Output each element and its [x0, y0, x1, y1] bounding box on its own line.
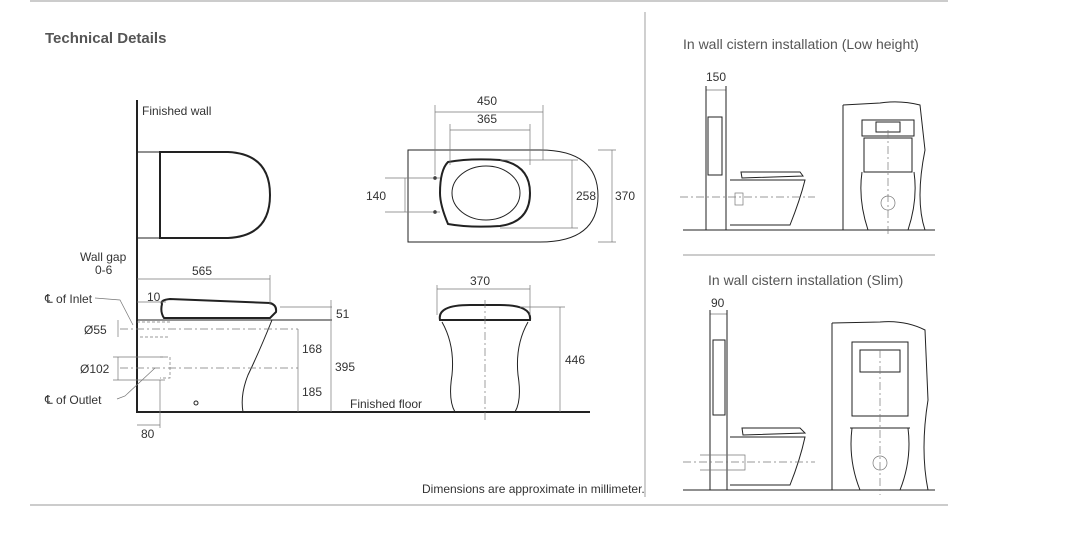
plan-view: [385, 105, 616, 243]
dim-outlet-height: 185: [302, 385, 322, 399]
side-elevation: [94, 275, 590, 428]
finished-floor-label: Finished floor: [350, 397, 422, 411]
outlet-label: ℄ of Outlet: [44, 393, 102, 407]
section-heading: Technical Details: [45, 30, 166, 47]
low-height-dim: 150: [706, 70, 726, 84]
dim-front-width: 370: [470, 274, 490, 288]
dim-top-depth: 370: [615, 189, 635, 203]
wall-gap-label: Wall gap: [80, 250, 127, 264]
slim-dim: 90: [711, 296, 725, 310]
finished-wall-label: Finished wall: [142, 104, 211, 118]
slim-drawing: [683, 310, 935, 495]
dim-rim-height: 395: [335, 360, 355, 374]
dim-bowl-depth: 258: [576, 189, 596, 203]
low-height-title: In wall cistern installation (Low height…: [683, 36, 919, 52]
inlet-label: ℄ of Inlet: [44, 292, 93, 306]
dim-outlet-dia: Ø102: [80, 362, 110, 376]
low-height-drawing: [680, 86, 935, 235]
dimensions-note: Dimensions are approximate in millimeter…: [422, 482, 645, 496]
dim-bowl-width: 365: [477, 112, 497, 126]
dim-fixing-spacing: 140: [366, 189, 386, 203]
dim-seat-thickness: 51: [336, 307, 350, 321]
dim-top-width: 450: [477, 94, 497, 108]
front-elevation: [436, 285, 565, 420]
dim-inlet-height: 168: [302, 342, 322, 356]
dim-inlet-dia: Ø55: [84, 323, 107, 337]
dim-front-height: 446: [565, 353, 585, 367]
dim-length: 565: [192, 264, 212, 278]
dim-setback: 10: [147, 290, 161, 304]
side-view-top-seat: [136, 100, 272, 413]
slim-title: In wall cistern installation (Slim): [708, 272, 903, 288]
dim-outlet-offset: 80: [141, 427, 155, 441]
wall-gap-value: 0-6: [95, 263, 113, 277]
